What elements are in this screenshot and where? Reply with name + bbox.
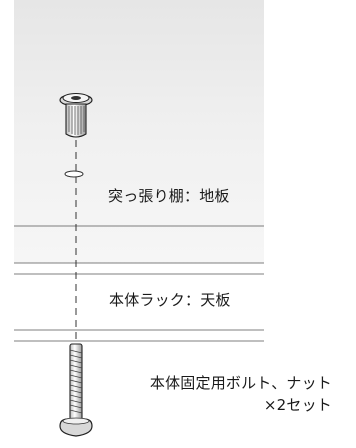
bolt-nut-label-line2: ×2セット bbox=[263, 396, 332, 414]
fixing-bolt-icon bbox=[59, 343, 93, 437]
rack-top-label: 本体ラック：天板 bbox=[109, 291, 231, 309]
bolt-nut-label-line1: 本体固定用ボルト、ナット bbox=[149, 374, 332, 392]
bolt-hole bbox=[64, 170, 84, 178]
bolt-nut-label: 本体固定用ボルト、ナット ×2セット bbox=[140, 372, 332, 416]
shelf-board-label: 突っ張り棚：地板 bbox=[108, 187, 230, 205]
shelf-board-panel bbox=[14, 0, 264, 263]
insert-nut-icon bbox=[59, 93, 93, 138]
